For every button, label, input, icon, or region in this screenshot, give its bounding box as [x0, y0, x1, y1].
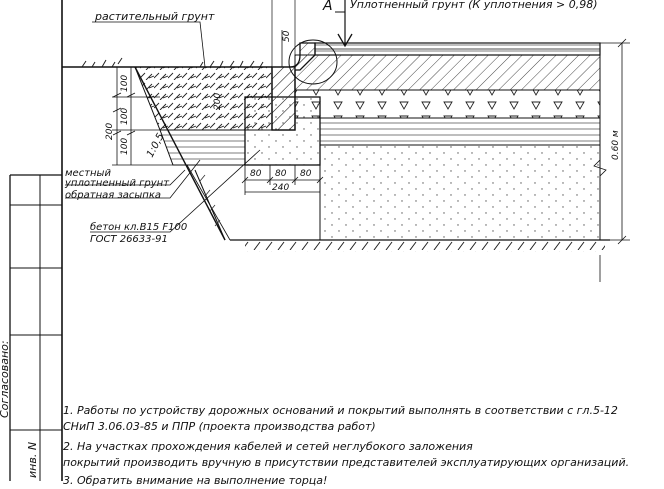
local-soil-label-2: уплотненный грунт — [64, 178, 170, 189]
dim-240: 240 — [272, 183, 289, 193]
dim-80-a: 80 — [250, 169, 262, 179]
trench — [62, 57, 273, 241]
side-title-block: Согласовано: инв. N — [0, 0, 63, 481]
depth-dimension: 0.60 м — [611, 130, 621, 160]
agreed-label: Согласовано: — [0, 340, 11, 418]
top-soil-label: растительный грунт — [94, 10, 215, 23]
leader-lines — [65, 21, 261, 233]
compacted-soil-label: Уплотненный грунт (К уплотнения > 0,98) — [350, 0, 597, 11]
dim-80-c: 80 — [300, 169, 312, 179]
inventory-number-label: инв. N — [26, 442, 39, 478]
note-3: 3. Обратить внимание на выполнение торца… — [63, 474, 328, 487]
concrete-label-1: бетон кл.В15 F100 — [90, 221, 187, 233]
dim-80-b: 80 — [275, 169, 287, 179]
local-soil-label-1: местный — [65, 168, 111, 179]
dimension-lines — [112, 30, 630, 282]
note-1-line-1: 1. Работы по устройству дорожных основан… — [63, 404, 618, 417]
dim-100-top: 100 — [120, 75, 130, 92]
note-1-line-2: СНиП 3.06.03-85 и ППР (проекта производс… — [63, 420, 376, 433]
note-2-line-1: 2. На участках прохождения кабелей и сет… — [63, 440, 473, 453]
dim-200-horizontal: 200 — [213, 93, 223, 110]
dim-50: 50 — [282, 30, 292, 42]
pavement-layers — [230, 42, 610, 252]
callout-label: А — [322, 0, 333, 14]
dim-200-vertical: 200 — [105, 123, 115, 140]
note-2-line-2: покрытий производить вручную в присутств… — [63, 456, 630, 469]
curb — [244, 0, 353, 166]
concrete-label-2: ГОСТ 26633-91 — [90, 234, 168, 245]
dim-100-mid: 100 — [120, 108, 130, 125]
backfill-label: обратная засыпка — [65, 189, 161, 201]
slope-ratio: 1:0,5 — [145, 132, 167, 160]
dim-100-bottom: 100 — [120, 138, 130, 155]
